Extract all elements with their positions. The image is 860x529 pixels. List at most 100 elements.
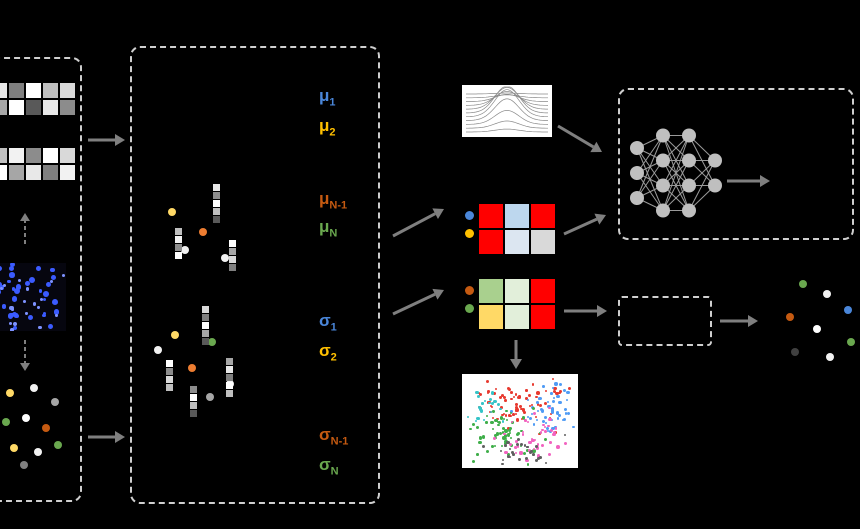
strip-cell bbox=[229, 240, 236, 247]
speck-dot bbox=[504, 428, 508, 433]
speck-dot bbox=[550, 429, 554, 433]
strip-cell bbox=[229, 264, 236, 271]
speck-dot bbox=[563, 408, 568, 412]
matrix-cell bbox=[0, 83, 7, 98]
strip-cell bbox=[190, 410, 197, 417]
speck-dot bbox=[546, 401, 549, 404]
speck-dot bbox=[563, 441, 567, 445]
scatter-dot bbox=[813, 325, 821, 333]
speck-dot bbox=[532, 423, 536, 426]
speck-dot bbox=[42, 311, 47, 316]
speck-dot bbox=[556, 445, 560, 449]
speck-dot bbox=[514, 451, 518, 455]
matrix-cell bbox=[60, 83, 75, 98]
mu-matrix-legend-dots bbox=[463, 205, 477, 245]
speck-dot bbox=[502, 395, 506, 399]
strip-cell bbox=[202, 330, 209, 337]
arrow-head bbox=[748, 315, 758, 327]
speck-dot bbox=[562, 389, 566, 393]
matrix-cell bbox=[531, 230, 555, 254]
matrix-cell bbox=[9, 148, 24, 163]
matrix-cell bbox=[0, 100, 7, 115]
speck-dot bbox=[12, 326, 17, 331]
speck-dot bbox=[513, 446, 517, 450]
speck-dot bbox=[496, 402, 501, 407]
speck-dot bbox=[41, 313, 46, 318]
speck-dot bbox=[528, 441, 532, 445]
speck-dot bbox=[542, 423, 546, 427]
speck-dot bbox=[527, 463, 530, 466]
scatter-dot bbox=[42, 424, 50, 432]
speck-dot bbox=[53, 309, 60, 315]
speck-dot bbox=[508, 432, 511, 435]
mu-symbol: μ bbox=[319, 189, 330, 208]
scatter-dot bbox=[221, 254, 229, 262]
speck-dot bbox=[480, 406, 483, 410]
speck-dot bbox=[500, 393, 505, 397]
speck-dot bbox=[543, 429, 547, 433]
speck-dot bbox=[25, 287, 30, 291]
speck-dot bbox=[494, 418, 498, 422]
speck-dot bbox=[552, 386, 555, 390]
scatter-dot bbox=[464, 285, 474, 295]
mu-subscript: 2 bbox=[329, 126, 336, 139]
speck-dot bbox=[558, 382, 563, 387]
label-mu-n: μN bbox=[319, 218, 337, 239]
speck-dot bbox=[11, 287, 16, 292]
speck-dot bbox=[566, 391, 570, 395]
speck-dot bbox=[478, 406, 481, 409]
speck-dot bbox=[471, 422, 475, 426]
scatter-dot bbox=[20, 461, 28, 469]
matrix-cell bbox=[43, 100, 58, 115]
sigma-symbol: σ bbox=[319, 455, 331, 474]
speck-dot bbox=[563, 417, 567, 421]
speck-dot bbox=[509, 436, 512, 439]
embedding-cluster-lower bbox=[150, 300, 260, 417]
mu-heatmap-matrix bbox=[479, 204, 555, 254]
speck-dot bbox=[519, 444, 523, 448]
speck-dot bbox=[548, 418, 552, 422]
mu-symbol: μ bbox=[319, 116, 330, 135]
strip-cell bbox=[190, 394, 197, 401]
speck-dot bbox=[526, 449, 530, 453]
feature-grid-1 bbox=[0, 83, 75, 115]
matrix-cell bbox=[479, 204, 503, 228]
speck-dot bbox=[38, 325, 43, 330]
speck-dot bbox=[483, 400, 486, 403]
label-sigma-n: σN bbox=[319, 456, 339, 477]
scatter-dot bbox=[786, 313, 794, 321]
speck-dot bbox=[14, 313, 19, 317]
speck-dot bbox=[526, 420, 529, 423]
feature-strip bbox=[229, 240, 236, 271]
speck-dot bbox=[551, 378, 555, 381]
strip-cell bbox=[213, 208, 220, 215]
feature-strip bbox=[202, 306, 209, 345]
speck-dot bbox=[503, 434, 508, 438]
speck-dot bbox=[552, 390, 556, 394]
speck-dot bbox=[566, 398, 569, 401]
matrix-cell bbox=[60, 165, 75, 180]
speck-dot bbox=[52, 299, 58, 306]
arrow-head bbox=[432, 208, 444, 219]
speck-dot bbox=[502, 412, 506, 416]
speck-dot bbox=[504, 442, 507, 445]
speck-dot bbox=[544, 437, 548, 441]
strip-cell bbox=[213, 184, 220, 191]
sigma-subscript: N bbox=[330, 465, 339, 478]
matrix-cell bbox=[479, 230, 503, 254]
speck-dot bbox=[501, 463, 504, 466]
matrix-cell bbox=[505, 305, 529, 329]
speck-dot bbox=[541, 420, 545, 423]
speck-dot bbox=[13, 287, 20, 294]
speck-dot bbox=[563, 433, 566, 436]
arrow-line bbox=[392, 212, 436, 238]
speck-dot bbox=[478, 436, 483, 440]
gaussian-mesh-line bbox=[466, 87, 548, 110]
speck-dot bbox=[514, 412, 518, 416]
speck-dot bbox=[531, 407, 535, 411]
speck-dot bbox=[506, 452, 510, 457]
speck-dot bbox=[524, 456, 528, 460]
gaussian-mesh-line bbox=[466, 86, 548, 114]
label-sigma-n1: σN-1 bbox=[319, 426, 348, 447]
speck-dot bbox=[62, 273, 66, 277]
